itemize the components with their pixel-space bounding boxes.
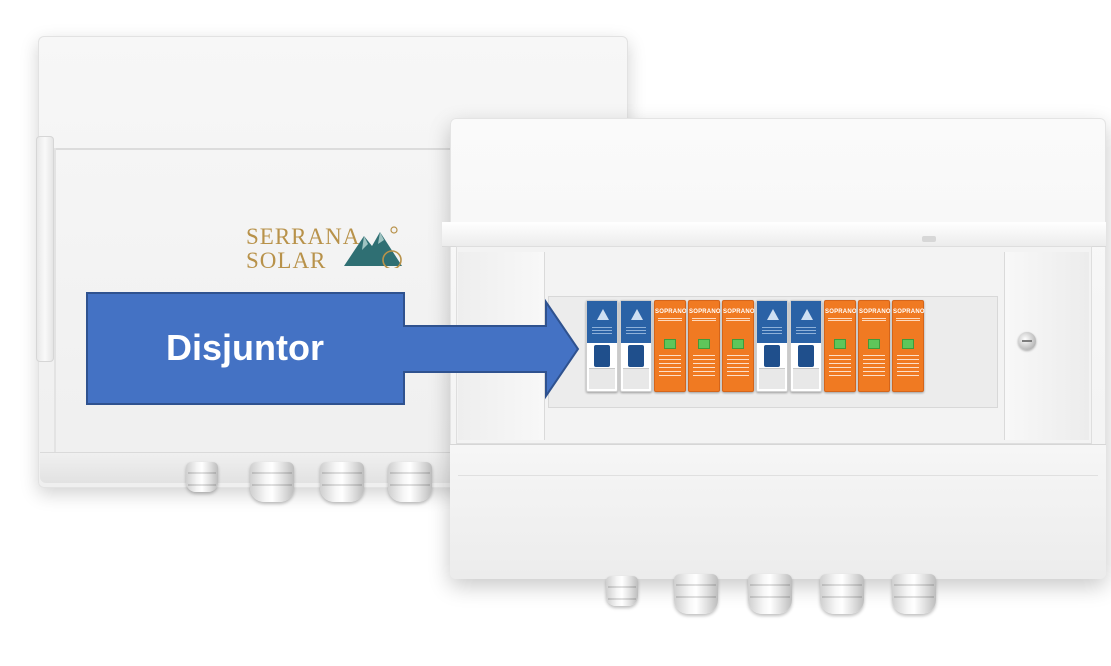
rear-enclosure-door-edge <box>54 148 56 468</box>
surge-protector-subtext <box>726 318 750 322</box>
circuit-breaker <box>620 300 652 392</box>
surge-protector-subtext <box>896 318 920 322</box>
breaker-terminal <box>623 368 649 389</box>
din-rail-devices: SOPRANO SOPRANO SOPRANO SOPRANO SOPRAN <box>586 300 925 392</box>
callout-arrow-icon <box>86 292 580 405</box>
surge-protector-brand: SOPRANO <box>859 309 891 315</box>
surge-protector-brand: SOPRANO <box>655 309 687 315</box>
breaker-cap <box>791 301 821 343</box>
breaker-toggle <box>628 345 644 367</box>
front-enclosure-right-panel <box>1004 252 1089 440</box>
cable-gland <box>186 462 218 492</box>
surge-protector-brand: SOPRANO <box>893 309 925 315</box>
cable-gland <box>320 462 364 502</box>
status-indicator-window <box>698 339 710 349</box>
circuit-breaker <box>790 300 822 392</box>
breaker-logo-icon <box>597 309 609 320</box>
surge-protector-specs <box>693 355 715 379</box>
surge-protector-specs <box>727 355 749 379</box>
surge-protector-brand: SOPRANO <box>689 309 721 315</box>
surge-protector: SOPRANO <box>858 300 891 392</box>
surge-protector: SOPRANO <box>824 300 857 392</box>
brand-logo-line2: SOLAR <box>246 248 327 273</box>
breaker-label-lines <box>592 327 612 336</box>
cable-gland <box>250 462 294 502</box>
status-indicator-window <box>902 339 914 349</box>
breaker-terminal <box>589 368 615 389</box>
rear-enclosure-lid-seam <box>38 148 628 150</box>
screw-icon <box>1018 332 1036 350</box>
breaker-toggle <box>594 345 610 367</box>
breaker-logo-icon <box>631 309 643 320</box>
surge-protector: SOPRANO <box>688 300 721 392</box>
surge-protector-subtext <box>658 318 682 322</box>
breaker-label-lines <box>762 327 782 336</box>
mountain-logo-icon <box>344 226 402 268</box>
status-indicator-window <box>868 339 880 349</box>
circuit-breaker <box>586 300 618 392</box>
surge-protector: SOPRANO <box>722 300 755 392</box>
breaker-terminal <box>759 368 785 389</box>
circuit-breaker <box>756 300 788 392</box>
rear-enclosure-hinge <box>36 136 54 362</box>
front-enclosure-base <box>450 444 1106 579</box>
breaker-toggle <box>764 345 780 367</box>
breaker-logo-icon <box>767 309 779 320</box>
brand-logo-line1: SERRANA <box>246 224 361 249</box>
cable-gland <box>820 574 864 614</box>
status-indicator-window <box>664 339 676 349</box>
surge-protector: SOPRANO <box>892 300 925 392</box>
status-indicator-window <box>732 339 744 349</box>
surge-protector: SOPRANO <box>654 300 687 392</box>
front-enclosure-lid <box>442 222 1106 247</box>
breaker-terminal <box>793 368 819 389</box>
surge-protector-brand: SOPRANO <box>825 309 857 315</box>
surge-protector-subtext <box>828 318 852 322</box>
breaker-cap <box>757 301 787 343</box>
surge-protector-subtext <box>862 318 886 322</box>
brand-logo-text: SERRANA SOLAR <box>246 225 360 273</box>
surge-protector-specs <box>897 355 919 379</box>
cable-gland <box>606 576 638 606</box>
cable-gland <box>674 574 718 614</box>
breaker-cap <box>587 301 617 343</box>
breaker-toggle <box>798 345 814 367</box>
surge-protector-specs <box>829 355 851 379</box>
cable-gland <box>748 574 792 614</box>
breaker-logo-icon <box>801 309 813 320</box>
surge-protector-specs <box>659 355 681 379</box>
surge-protector-specs <box>863 355 885 379</box>
status-indicator-window <box>834 339 846 349</box>
surge-protector-brand: SOPRANO <box>723 309 755 315</box>
breaker-label-lines <box>626 327 646 336</box>
breaker-label-lines <box>796 327 816 336</box>
surge-protector-subtext <box>692 318 716 322</box>
cable-gland <box>892 574 936 614</box>
callout-label: Disjuntor <box>166 327 324 368</box>
cable-gland <box>388 462 432 502</box>
breaker-cap <box>621 301 651 343</box>
